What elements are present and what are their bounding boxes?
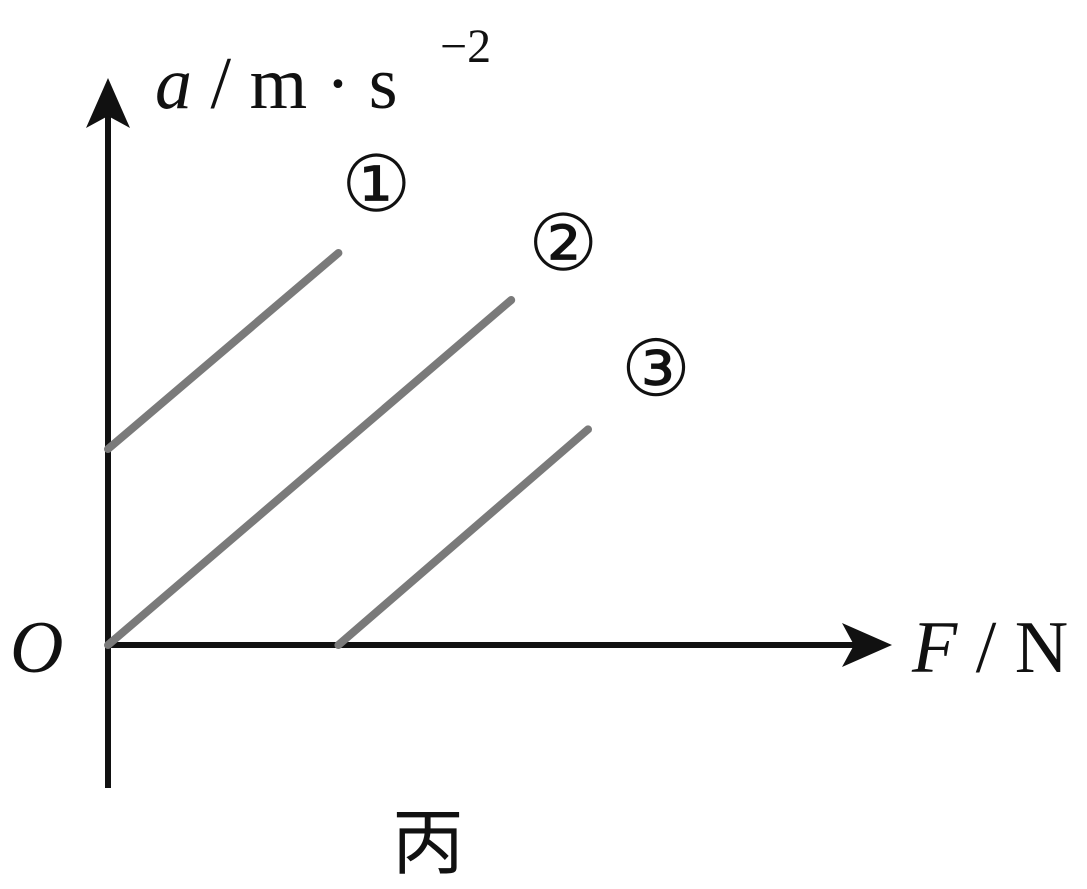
y-axis-unit: m · s	[250, 43, 398, 125]
series-label-2: ②	[528, 199, 598, 289]
series-label-1: ①	[341, 140, 411, 230]
x-axis-symbol: F	[911, 607, 958, 689]
y-axis-slash: /	[211, 43, 232, 125]
y-axis-symbol: a	[155, 43, 192, 125]
y-axis-arrow-icon	[86, 78, 130, 128]
x-axis-unit: N	[1015, 607, 1068, 689]
y-axis-label: a / m · s	[155, 43, 398, 125]
x-axis-arrow-icon	[842, 623, 892, 667]
figure-caption: 丙	[392, 801, 464, 885]
series-layer: ① ②③	[104, 140, 691, 649]
series-label-3: ③	[621, 324, 691, 414]
series-line-2	[104, 296, 516, 649]
series-line-3	[334, 425, 592, 649]
origin-label: O	[10, 607, 63, 689]
y-axis-unit-exponent: −2	[440, 20, 491, 73]
series-line-1	[104, 249, 343, 453]
x-axis-slash: /	[976, 607, 997, 689]
x-axis-label: F / N	[911, 607, 1068, 689]
